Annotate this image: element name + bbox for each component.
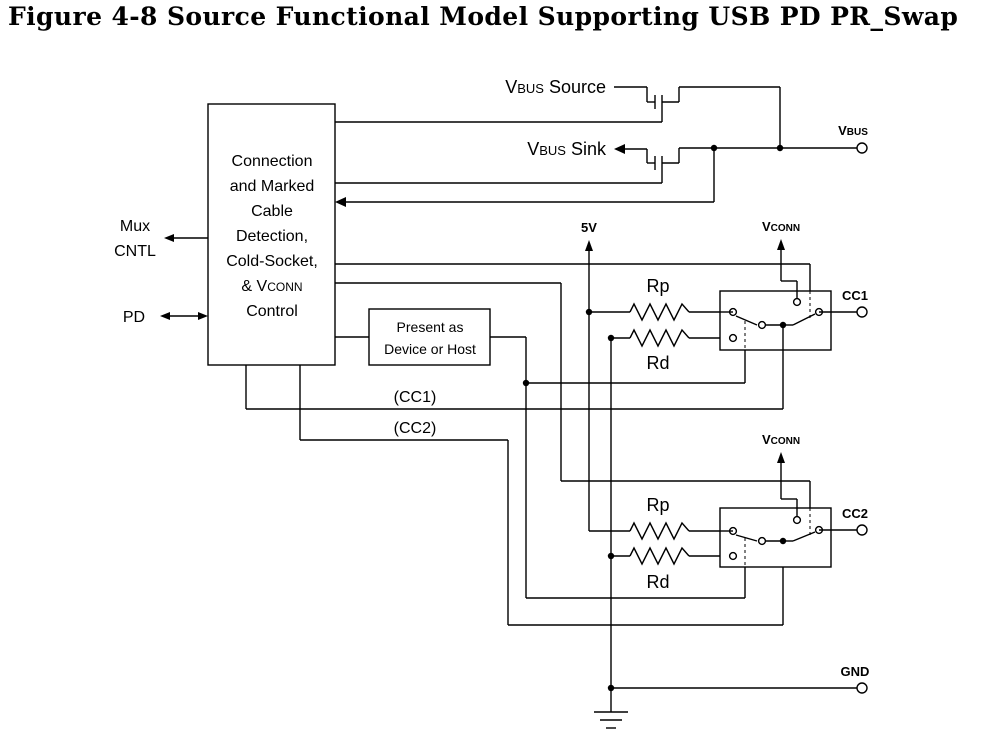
vbus-pin-label: VBUS	[838, 123, 868, 138]
control-block	[207, 103, 336, 366]
pd-arrow-right-icon	[198, 312, 208, 320]
control-line-7: Control	[246, 303, 298, 320]
five-v-label: 5V	[581, 220, 597, 235]
mux-label-2: CNTL	[114, 243, 156, 260]
rd2-resistor	[629, 546, 690, 566]
rp1-resistor	[629, 302, 690, 322]
present-line-2: Device or Host	[384, 341, 476, 357]
mux-label-1: Mux	[120, 218, 150, 235]
cc2-switch-a	[735, 534, 758, 542]
vconn2-arrow-icon	[777, 452, 785, 463]
cc2-pin-label: CC2	[842, 506, 868, 521]
rd1-label: Rd	[646, 353, 669, 373]
cc2-net-label: (CC2)	[394, 420, 437, 437]
cc2-switch-box	[719, 507, 832, 568]
cc1-switch-box	[719, 290, 832, 351]
present-box	[368, 308, 491, 366]
vconn1-arrow-icon	[777, 239, 785, 250]
control-line-6: & VCONN	[241, 278, 302, 295]
cc2-pin	[856, 524, 868, 536]
sink-arrow-icon	[614, 144, 625, 154]
vbus-sense-arrow-icon	[335, 197, 346, 207]
control-line-1: Connection	[232, 153, 313, 170]
vbus-sink-label: VBUS Sink	[527, 139, 607, 159]
vbus-source-label: VBUS Source	[505, 77, 606, 97]
cc1-pin-label: CC1	[842, 288, 868, 303]
ground-icon	[594, 711, 628, 729]
cc1-switch-a	[735, 315, 758, 326]
mux-arrow-icon	[164, 234, 174, 242]
cc1-pin	[856, 306, 868, 318]
pd-label: PD	[123, 309, 145, 326]
pd-arrow-left-icon	[160, 312, 170, 320]
gnd-pin	[856, 682, 868, 694]
rd2-label: Rd	[646, 572, 669, 592]
control-line-3: Cable	[251, 203, 293, 220]
control-line-5: Cold-Socket,	[226, 253, 318, 270]
control-line-2: and Marked	[230, 178, 315, 195]
gnd-pin-label: GND	[841, 664, 870, 679]
rp1-label: Rp	[646, 276, 669, 296]
cc1-switch-b	[792, 313, 816, 326]
cc2-switch-b	[792, 531, 816, 542]
rp2-label: Rp	[646, 495, 669, 515]
cc1-net-label: (CC1)	[394, 389, 437, 406]
rp2-resistor	[629, 521, 690, 541]
present-line-1: Present as	[397, 319, 464, 335]
five-v-arrow-icon	[585, 240, 593, 251]
vbus-pin	[856, 142, 868, 154]
figure-title: Figure 4-8 Source Functional Model Suppo…	[8, 2, 959, 31]
vconn2-label: VCONN	[762, 432, 800, 447]
control-line-4: Detection,	[236, 228, 308, 245]
vconn1-label: VCONN	[762, 219, 800, 234]
rd1-resistor	[629, 328, 690, 348]
